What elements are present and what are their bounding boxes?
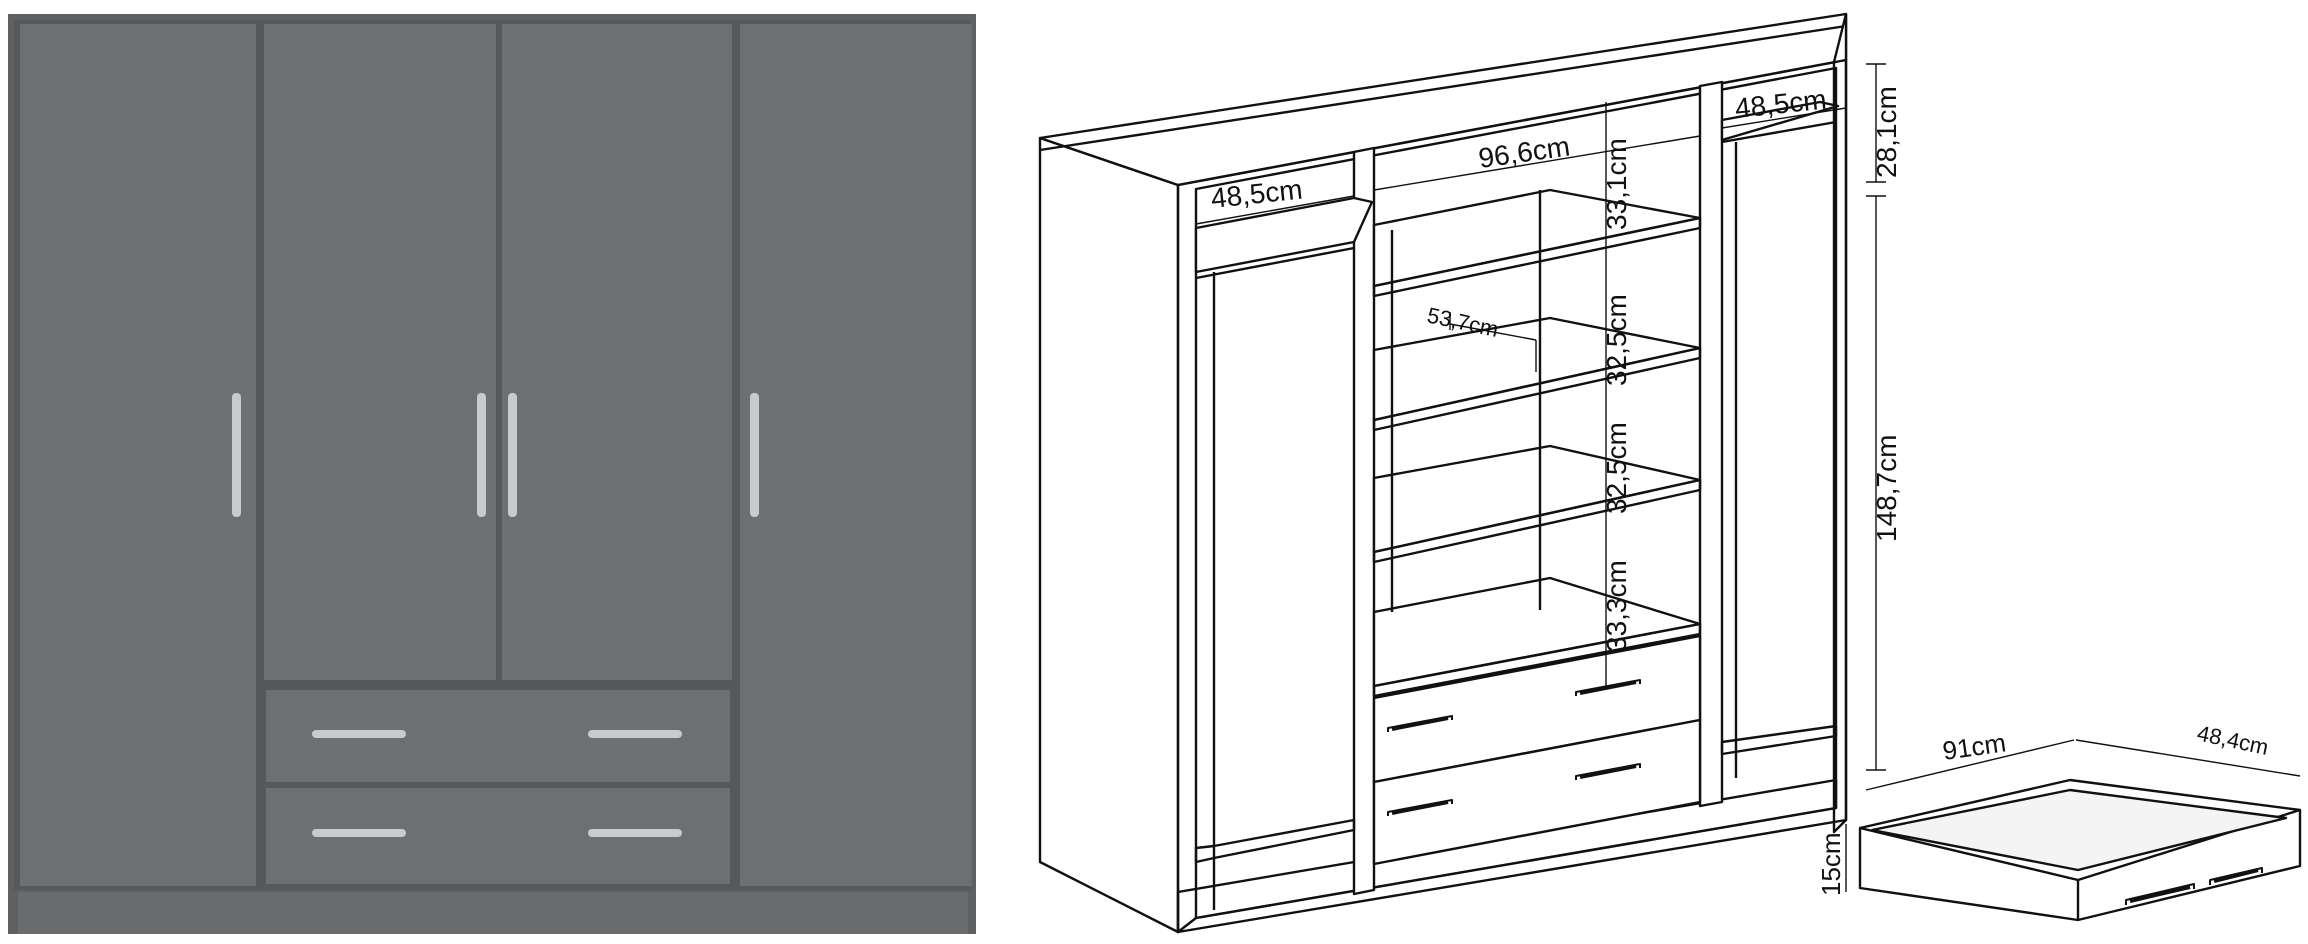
- door-center-right[interactable]: [502, 24, 732, 680]
- drawing-drawer-bottom: [1372, 718, 1702, 866]
- left-divider: [1352, 146, 1376, 896]
- dim-drawer-width: 91cm: [1941, 727, 2008, 766]
- drawer-top-handle-left[interactable]: [312, 730, 406, 738]
- dim-shelf-gap-3: 32,5cm: [1601, 422, 1632, 514]
- door-right[interactable]: [740, 24, 972, 886]
- dim-shelf-gap-1: 33,1cm: [1601, 138, 1632, 230]
- center-shelf-3: [1372, 444, 1702, 554]
- dim-center-width: 96,6cm: [1477, 130, 1572, 173]
- drawer-bottom-handle-left[interactable]: [312, 829, 406, 837]
- dim-drawer-depth: 48,4cm: [2195, 720, 2271, 759]
- dim-hanging-height: 148,7cm: [1871, 435, 1902, 542]
- wardrobe-plinth: [18, 892, 968, 934]
- drawer-bottom-handle-right[interactable]: [588, 829, 682, 837]
- dim-right-width: 48,5cm: [1733, 84, 1828, 124]
- door-right-handle[interactable]: [750, 393, 759, 517]
- dim-shelf-gap-4: 33,3cm: [1601, 560, 1632, 652]
- carcass-front: [1038, 136, 1180, 934]
- door-center-left[interactable]: [264, 24, 496, 680]
- right-divider: [1698, 80, 1724, 808]
- door-center-left-handle[interactable]: [477, 393, 486, 517]
- right-shelf: [1720, 100, 1840, 142]
- dim-drawer-height: 15cm: [1816, 832, 1846, 896]
- wardrobe-technical-drawing: 48,5cm 96,6cm 48,5cm 28,1cm 148,7cm 33,1…: [1038, 12, 2302, 934]
- door-left[interactable]: [20, 24, 256, 886]
- wardrobe-photo: [8, 14, 976, 934]
- drawer-top-handle-right[interactable]: [588, 730, 682, 738]
- door-left-handle[interactable]: [232, 393, 241, 517]
- left-shelf: [1194, 196, 1374, 274]
- carcass-top: [1038, 12, 1848, 187]
- dim-top-height: 28,1cm: [1871, 86, 1902, 178]
- carcass-bottom: [1176, 778, 1838, 934]
- dim-shelf-gap-2: 32,5cm: [1601, 294, 1632, 386]
- door-center-right-handle[interactable]: [508, 393, 517, 517]
